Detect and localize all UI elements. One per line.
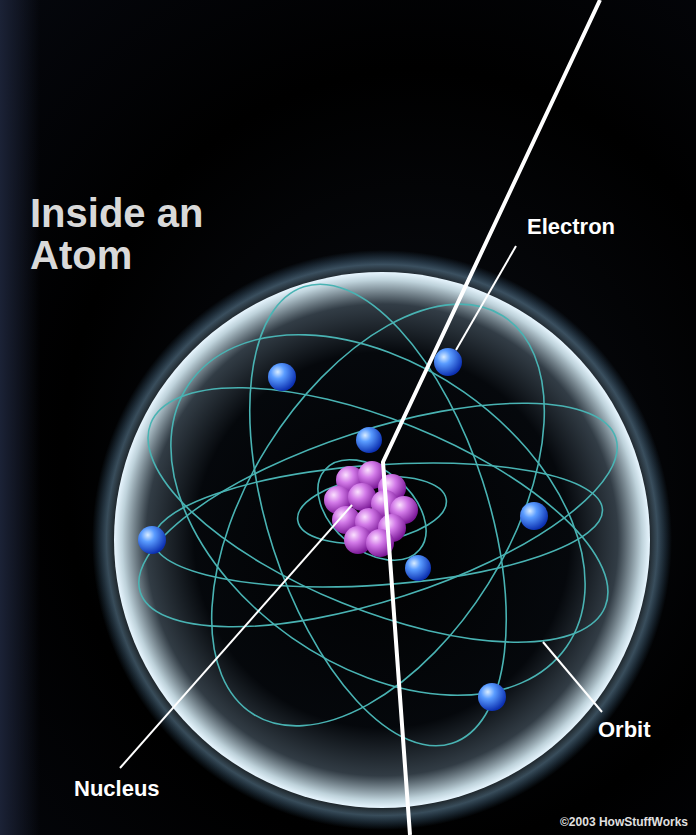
orbit-ellipse — [143, 247, 613, 783]
electron-ball — [356, 427, 382, 453]
electron-ball — [405, 555, 431, 581]
orbit-ellipse — [104, 260, 653, 770]
atom-glow — [92, 250, 672, 830]
particle-path — [383, 0, 600, 835]
leader-lines — [120, 246, 602, 768]
electron-ball — [138, 526, 166, 554]
leader-line — [120, 505, 352, 768]
leader-line — [543, 642, 602, 712]
orbit-ellipse — [299, 440, 445, 581]
nucleus — [324, 461, 418, 557]
electron-ball — [520, 502, 548, 530]
orbit-paths — [104, 247, 653, 783]
electron-ball — [434, 348, 462, 376]
part-label: Electron — [527, 214, 615, 240]
copyright-note: ©2003 HowStuffWorks — [560, 815, 688, 829]
leader-line — [456, 246, 516, 350]
part-label: Nucleus — [74, 776, 160, 802]
part-label: Orbit — [598, 717, 651, 743]
diagram-title: Inside an Atom — [30, 192, 245, 276]
orbit-ellipse — [149, 449, 606, 600]
orbit-ellipse — [114, 357, 642, 673]
background-shade — [0, 0, 40, 835]
orbit-ellipse — [115, 335, 640, 695]
electron-ball — [268, 363, 296, 391]
electron-ball — [478, 683, 506, 711]
atom-sphere — [114, 272, 650, 808]
electrons — [138, 348, 548, 711]
